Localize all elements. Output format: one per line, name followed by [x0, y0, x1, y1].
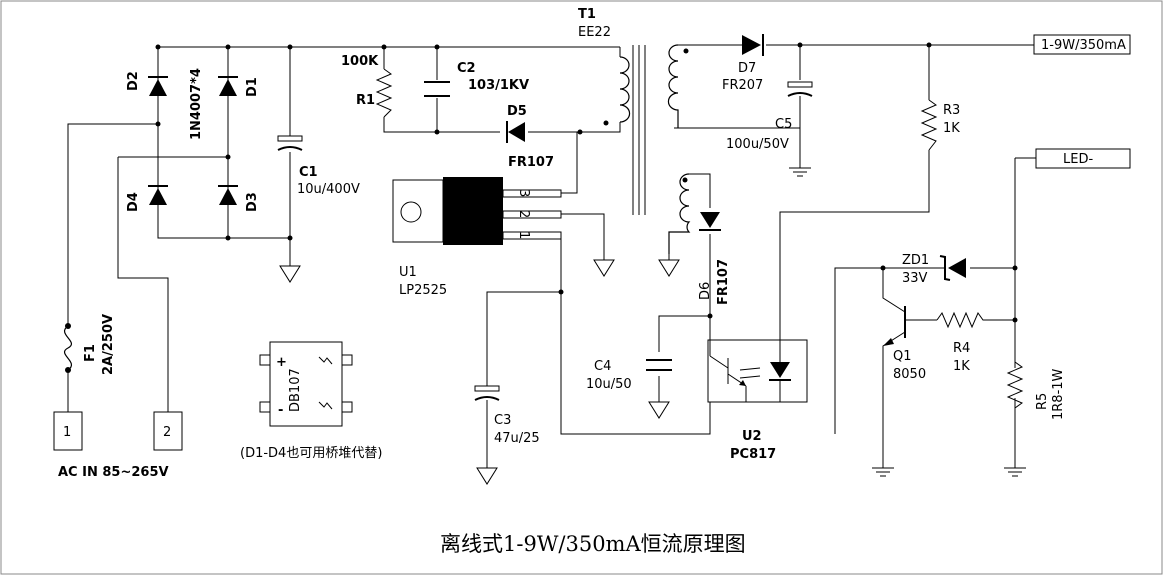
resistor-r3	[920, 99, 938, 151]
d3-label: D3	[245, 192, 260, 212]
u1-value: LP2525	[399, 283, 447, 298]
zener-zd1	[939, 255, 966, 281]
r5-label: R5	[1035, 393, 1050, 410]
r1-label: R1	[356, 93, 375, 108]
optocoupler-u2: U2 PC817	[707, 339, 808, 462]
diode-d1	[218, 67, 238, 105]
c3-label: C3	[494, 413, 511, 428]
aux-rectifier: D6 FR107 C4 10u/50	[586, 212, 731, 419]
capacitor-c3: C3 47u/25	[474, 289, 564, 485]
u2-label: U2	[742, 429, 762, 444]
d6-label: D6	[698, 282, 713, 300]
db-label: DB107	[288, 368, 303, 412]
r4-label: R4	[953, 341, 970, 356]
u1-label: U1	[399, 265, 417, 280]
c4-value: 10u/50	[586, 377, 632, 392]
bridge-rectifier: D2 D1 1N4007*4 D4 D3	[67, 44, 620, 412]
ic-u1: 3 2 1 U1 LP2525	[392, 132, 711, 435]
bridge-db107: + - DB107	[259, 341, 353, 427]
d5-label: D5	[507, 104, 527, 119]
u1-pin1: 1	[516, 231, 531, 239]
diode-d3	[218, 180, 238, 213]
t1-value: EE22	[578, 25, 611, 40]
q1-value: 8050	[893, 367, 926, 382]
snubber: 100K R1 C2 103/1KV D5 FR107	[341, 44, 583, 170]
r5-value: 1R8-1W	[1051, 368, 1066, 420]
zd1-label: ZD1	[902, 253, 929, 268]
u1-pin2: 2	[516, 210, 531, 218]
diode-d6	[699, 212, 721, 231]
bridge-type-label: 1N4007*4	[189, 68, 204, 140]
fuse-f1	[64, 323, 72, 373]
diode-d4	[148, 180, 168, 213]
output-positive-tag	[1033, 34, 1131, 55]
c4-label: C4	[594, 359, 611, 374]
output-stage: D7 FR207 C5 100u/50V R3 1K ZD1 33V	[722, 34, 1131, 477]
r1-value: 100K	[341, 54, 379, 69]
f1-value: 2A/250V	[101, 314, 116, 375]
transformer-t1: T1 EE22	[578, 7, 1034, 277]
diode-d7	[742, 34, 764, 56]
transistor-q1	[882, 268, 937, 460]
ac-input: F1 2A/250V 1 2 AC IN 85~265V	[53, 314, 183, 480]
c2-value: 103/1KV	[468, 78, 529, 93]
ac-input-label: AC IN 85~265V	[58, 465, 169, 480]
d7-label: D7	[738, 61, 756, 76]
terminal-1-label: 1	[63, 425, 71, 440]
note-text: (D1-D4也可用桥堆代替)	[240, 446, 382, 461]
terminal-2-label: 2	[163, 425, 171, 440]
d6-value: FR107	[716, 259, 731, 305]
d1-label: D1	[245, 77, 260, 97]
output-positive-label: 1-9W/350mA	[1041, 38, 1126, 53]
capacitor-c4	[646, 359, 672, 371]
capacitor-c5	[787, 81, 813, 97]
output-negative-label: LED-	[1063, 152, 1093, 167]
db-plus: +	[276, 355, 287, 370]
q1-label: Q1	[893, 349, 912, 364]
output-negative-tag	[1035, 148, 1131, 169]
r4-value: 1K	[953, 359, 970, 374]
resistor-r5	[1006, 361, 1024, 409]
diode-d2	[148, 67, 168, 105]
d7-value: FR207	[722, 78, 763, 93]
t1-label: T1	[578, 7, 596, 22]
terminal-2[interactable]	[153, 411, 183, 451]
c3-value: 47u/25	[494, 431, 540, 446]
resistor-r1	[375, 68, 393, 118]
d2-label: D2	[126, 71, 141, 91]
u1-pin3: 3	[516, 189, 531, 197]
capacitor-c1: C1 10u/400V	[277, 135, 360, 283]
u2-value: PC817	[730, 447, 776, 462]
c2-label: C2	[457, 61, 476, 76]
diode-d5	[506, 121, 525, 143]
c5-value: 100u/50V	[726, 137, 789, 152]
zd1-value: 33V	[902, 271, 928, 286]
r3-label: R3	[943, 103, 960, 118]
d5-value: FR107	[508, 155, 554, 170]
db-minus: -	[278, 403, 283, 418]
c1-value: 10u/400V	[297, 182, 360, 197]
capacitor-c2	[424, 81, 450, 97]
f1-label: F1	[83, 344, 98, 362]
c1-label: C1	[299, 165, 318, 180]
diagram-title: 离线式1-9W/350mA恒流原理图	[440, 532, 746, 556]
terminal-1[interactable]	[53, 411, 83, 451]
c5-label: C5	[775, 117, 792, 132]
d4-label: D4	[126, 192, 141, 212]
resistor-r4	[936, 311, 1015, 329]
r3-value: 1K	[943, 121, 960, 136]
